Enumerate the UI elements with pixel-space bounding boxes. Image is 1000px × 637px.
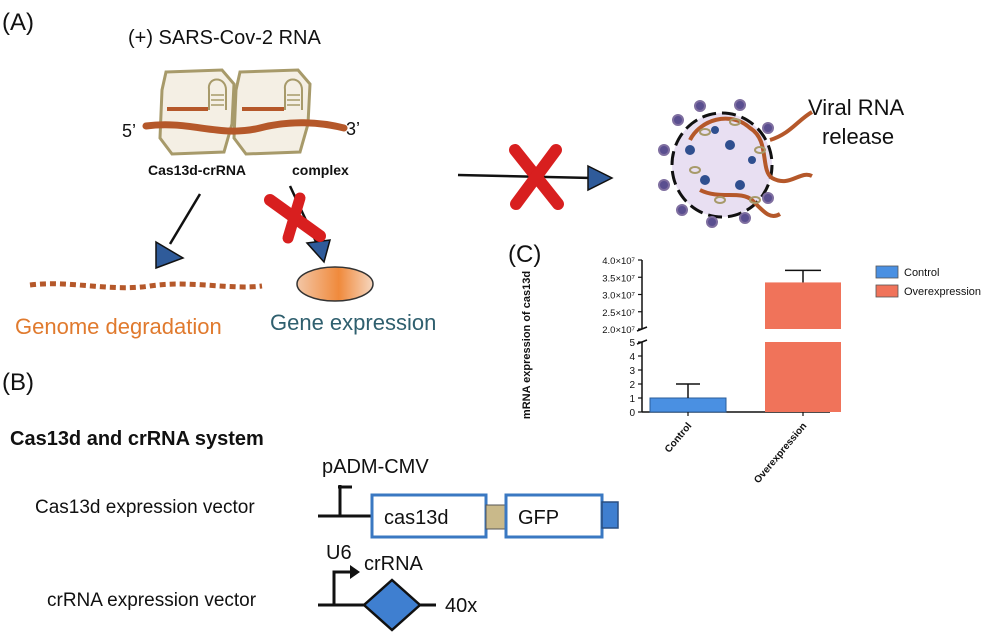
arrow-to-viral-release (457, 164, 614, 192)
bar-overexpression-lower (765, 342, 841, 412)
panel-b: (B) Cas13d and crRNA system Cas13d expre… (2, 369, 619, 632)
panel-a: (A) (+) SARS-Cov-2 RNA 5’ 3’ Cas13d-crRN… (2, 9, 905, 339)
crrna-diamond (362, 578, 422, 632)
block-x-gene-expression (264, 192, 326, 244)
gfp-gene-box (504, 493, 604, 539)
arrow-to-degradation (155, 193, 202, 270)
repeat-label: 40x (445, 595, 477, 617)
block-x-viral-release (509, 144, 564, 210)
panel-c-label: (C) (508, 241, 541, 268)
gene-expression-label: Gene expression (270, 310, 436, 335)
legend-swatch-control (875, 265, 899, 279)
linker-box (485, 504, 507, 530)
chart-y-axis-label: mRNA expression of cas13d (521, 271, 533, 419)
cas13d-gene-label: cas13d (384, 507, 449, 529)
viral-release-label-1: Viral RNA (808, 95, 905, 120)
y-tick-label-upper: 3.5×10⁷ (602, 273, 635, 284)
y-tick-label-upper: 2.0×10⁷ (602, 325, 635, 336)
crrna-label: crRNA (364, 553, 424, 575)
cas13d-gene-box (370, 493, 488, 539)
gfp-gene-label: GFP (518, 507, 559, 529)
x-tick-label: Control (663, 421, 694, 455)
bar-control (649, 397, 727, 413)
tag-box (601, 501, 619, 529)
vector1-label: Cas13d expression vector (35, 497, 255, 518)
complex-label-2: complex (292, 162, 349, 178)
legend-label-control: Control (904, 267, 939, 279)
legend-label-overexpression: Overexpression (904, 286, 981, 298)
y-tick-label-lower: 0 (629, 408, 635, 419)
y-tick-label-lower: 5 (629, 338, 635, 349)
legend-swatch-overexpression (875, 284, 899, 298)
three-prime-label: 3’ (346, 119, 360, 139)
panel-b-title: Cas13d and crRNA system (10, 428, 264, 450)
panel-b-label: (B) (2, 369, 34, 396)
cas13d-complex-1 (158, 68, 236, 156)
y-tick-label-lower: 2 (629, 380, 635, 391)
complex-label-1: Cas13d-crRNA (148, 162, 246, 178)
y-tick-label-upper: 3.0×10⁷ (602, 291, 635, 302)
promoter1-label: pADM-CMV (322, 456, 429, 478)
x-tick-label: Overexpression (752, 421, 809, 486)
panel-a-label: (A) (2, 9, 34, 36)
promoter2-label: U6 (326, 542, 352, 564)
bar-overexpression-upper (765, 282, 841, 329)
vector2-label: crRNA expression vector (47, 590, 257, 611)
panel-c: (C) mRNA expression of cas13d 0 1 2 3 4 5 2.0×… (508, 241, 981, 486)
y-tick-label-upper: 2.5×10⁷ (602, 308, 635, 319)
promoter2-arrow (332, 570, 352, 605)
y-tick-label-lower: 4 (629, 352, 635, 363)
degraded-genome (29, 281, 263, 291)
rna-title: (+) SARS-Cov-2 RNA (128, 27, 321, 49)
cas13d-complex-2 (232, 68, 312, 156)
gene-expression-product (296, 266, 374, 302)
genome-degradation-label: Genome degradation (15, 314, 222, 339)
y-tick-label-lower: 3 (629, 366, 635, 377)
five-prime-label: 5’ (122, 121, 136, 141)
y-tick-label-upper: 4.0×10⁷ (602, 256, 635, 267)
virion-illustration (658, 99, 814, 228)
viral-rna-strand (142, 119, 348, 135)
viral-release-label-2: release (822, 124, 894, 149)
chart: 0 1 2 3 4 5 2.0×10⁷ 2.5×10⁷ 3.0×10⁷ 3.5×10⁷ 4.0×10… (602, 256, 981, 486)
y-tick-label-lower: 1 (629, 394, 635, 405)
